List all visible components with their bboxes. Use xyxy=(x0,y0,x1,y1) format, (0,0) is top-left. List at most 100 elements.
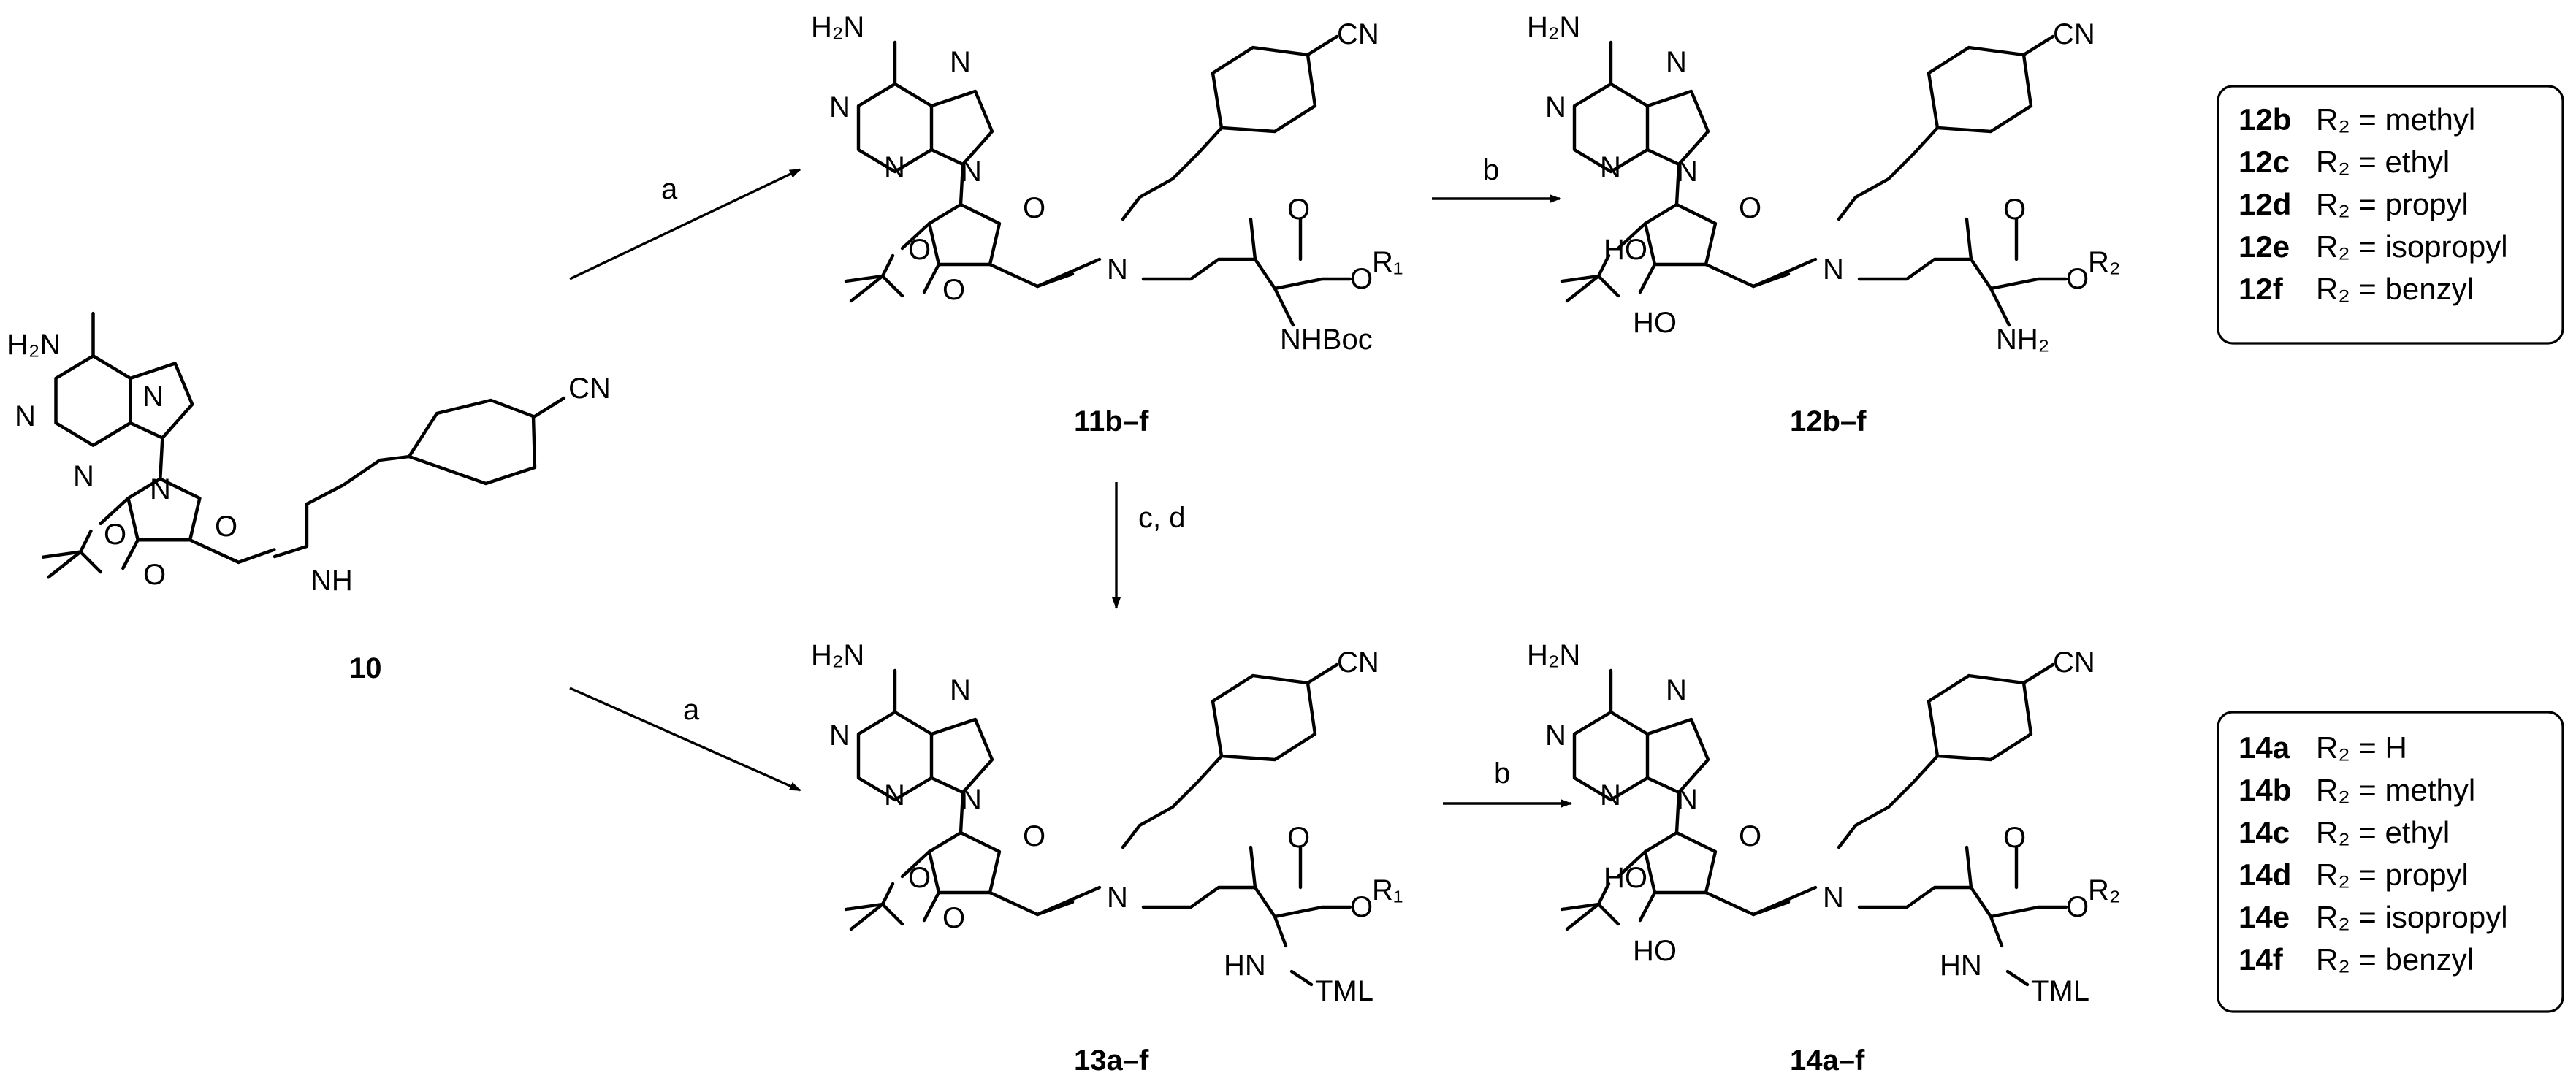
n-atom-label: N xyxy=(961,784,982,816)
o-atom-label: O xyxy=(942,902,965,934)
o-atom-label: O xyxy=(2003,194,2026,226)
o-atom-label: O xyxy=(2066,263,2089,295)
substituent-compound-id: 12c xyxy=(2238,145,2290,179)
ho-label: HO xyxy=(1604,862,1647,894)
r2-label: R₂ xyxy=(2088,246,2120,278)
tml-label: TML xyxy=(2031,975,2089,1007)
o-atom-label: O xyxy=(1350,891,1373,923)
amine-label: H₂N xyxy=(811,11,864,43)
n-atom-label: N xyxy=(1823,253,1844,286)
o-atom-label: O xyxy=(1350,263,1373,295)
substituent-compound-id: 14d xyxy=(2238,857,2291,892)
o-atom-label: O xyxy=(908,234,931,266)
substituent-compound-id: 14f xyxy=(2238,942,2284,977)
n-atom-label: N xyxy=(1600,779,1621,811)
o-atom-label: O xyxy=(908,862,931,894)
nh2-label: NH₂ xyxy=(1996,324,2049,356)
n-atom-label: N xyxy=(1107,253,1128,286)
compound-10-label: 10 xyxy=(349,652,382,684)
compound-14-structure: H₂N N N N N O HO HO N CN O O R₂ HN TML 1… xyxy=(1527,639,2120,1077)
o-atom-label: O xyxy=(2066,891,2089,923)
o-atom-label: O xyxy=(1023,192,1045,224)
amine-label: H₂N xyxy=(1527,11,1580,43)
n-atom-label: N xyxy=(884,151,905,183)
o-atom-label: O xyxy=(1287,194,1310,226)
substituent-value: R₂ = ethyl xyxy=(2316,815,2450,849)
n-atom-label: N xyxy=(142,381,164,413)
substituent-value: R₂ = isopropyl xyxy=(2316,900,2508,934)
substituent-value: R₂ = benzyl xyxy=(2316,272,2474,306)
n-atom-label: N xyxy=(1677,784,1698,816)
substituent-value: R₂ = ethyl xyxy=(2316,145,2450,179)
substituent-row: 12c R₂ = ethyl xyxy=(2238,145,2450,179)
condition-cd: c, d xyxy=(1138,502,1185,534)
substituent-value: R₂ = propyl xyxy=(2316,187,2469,221)
substituent-row: 12e R₂ = isopropyl xyxy=(2238,229,2508,264)
r1-label: R₁ xyxy=(1372,874,1403,906)
n-atom-label: N xyxy=(1823,882,1844,914)
amine-label: H₂N xyxy=(811,639,864,671)
cn-label: CN xyxy=(2053,646,2095,679)
o-atom-label: O xyxy=(104,519,126,551)
n-atom-label: N xyxy=(950,674,971,706)
n-atom-label: N xyxy=(1545,91,1566,123)
amine-label: H₂N xyxy=(7,329,61,361)
substituent-value: R₂ = isopropyl xyxy=(2316,229,2508,264)
arrow-a-bottom xyxy=(569,687,801,792)
condition-b-bottom: b xyxy=(1494,757,1510,790)
compound-11-label: 11b–f xyxy=(1074,405,1149,438)
n-atom-label: N xyxy=(829,91,850,123)
o-atom-label: O xyxy=(143,559,166,591)
substituent-row: 14b R₂ = methyl xyxy=(2238,773,2475,807)
compound-14-label: 14a–f xyxy=(1790,1044,1865,1077)
substituent-row: 12d R₂ = propyl xyxy=(2238,187,2469,221)
substituent-row: 14d R₂ = propyl xyxy=(2238,857,2469,892)
compound-10-structure: H₂N N N N N O O O NH CN 10 xyxy=(7,313,611,684)
cn-label: CN xyxy=(1337,18,1379,50)
substituent-value: R₂ = propyl xyxy=(2316,857,2469,892)
condition-a-top: a xyxy=(661,173,678,205)
cn-label: CN xyxy=(1337,646,1379,679)
nhboc-label: NHBoc xyxy=(1280,324,1373,356)
n-atom-label: N xyxy=(884,779,905,811)
substituent-compound-id: 12b xyxy=(2238,102,2291,137)
substituent-compound-id: 14c xyxy=(2238,815,2290,849)
condition-a-bottom: a xyxy=(683,694,700,726)
substituent-value: R₂ = methyl xyxy=(2316,102,2475,137)
o-atom-label: O xyxy=(215,511,237,543)
compound-13-structure: H₂N N N N N O O O N CN O O R₁ HN TML 13a… xyxy=(811,639,1403,1077)
substituent-compound-id: 14e xyxy=(2238,900,2290,934)
hn-label: HN xyxy=(1940,950,1982,982)
o-atom-label: O xyxy=(1287,822,1310,854)
substituent-compound-id: 12e xyxy=(2238,229,2290,264)
amine-label: H₂N xyxy=(1527,639,1580,671)
n-atom-label: N xyxy=(1666,46,1687,78)
compound-11-structure: H₂N N N N N O O O N CN O O R₁ NHBoc 11b–… xyxy=(811,11,1403,438)
n-atom-label: N xyxy=(961,156,982,188)
n-atom-label: N xyxy=(73,460,94,492)
o-atom-label: O xyxy=(1739,192,1761,224)
r2-label: R₂ xyxy=(2088,874,2120,906)
o-atom-label: O xyxy=(1739,820,1761,852)
compound-13-label: 13a–f xyxy=(1074,1044,1149,1077)
substituent-compound-id: 14b xyxy=(2238,773,2291,807)
n-atom-label: N xyxy=(1600,151,1621,183)
substituent-value: R₂ = H xyxy=(2316,730,2407,765)
arrow-a-top xyxy=(569,168,801,280)
substituent-row: 14c R₂ = ethyl xyxy=(2238,815,2450,849)
o-atom-label: O xyxy=(942,274,965,306)
compound-12-structure: H₂N N N N N O HO HO N CN O O R₂ NH₂ 12b–… xyxy=(1527,11,2120,438)
substituent-box-12: 12b R₂ = methyl 12c R₂ = ethyl 12d R₂ = propy… xyxy=(2217,85,2564,345)
o-atom-label: O xyxy=(2003,822,2026,854)
n-atom-label: N xyxy=(1107,882,1128,914)
substituent-compound-id: 12d xyxy=(2238,187,2291,221)
compound-12-label: 12b–f xyxy=(1790,405,1867,438)
ho-label: HO xyxy=(1633,935,1677,967)
substituent-value: R₂ = methyl xyxy=(2316,773,2475,807)
n-atom-label: N xyxy=(150,473,171,505)
